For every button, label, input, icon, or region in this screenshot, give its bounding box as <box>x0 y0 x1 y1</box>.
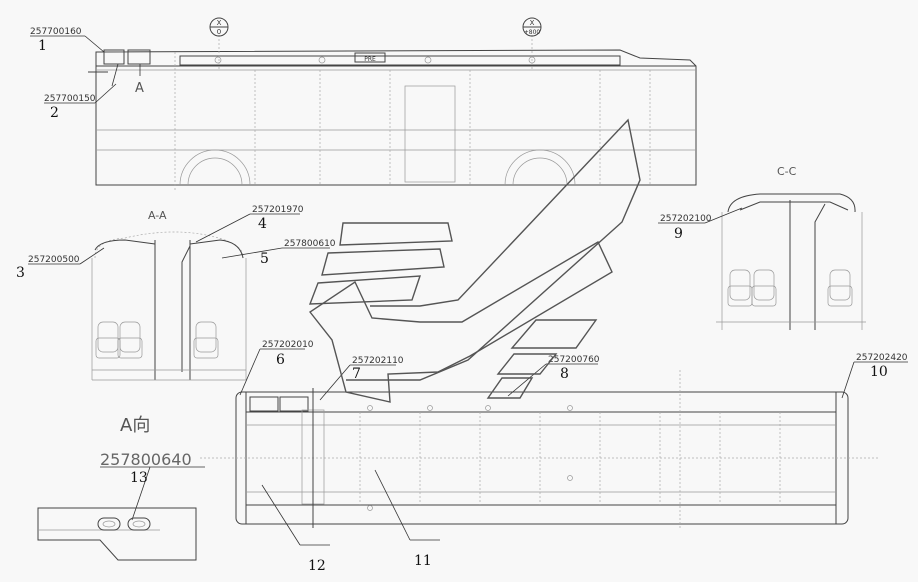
svg-text:257200500: 257200500 <box>28 255 80 265</box>
svg-text:257800610: 257800610 <box>284 239 336 249</box>
view-a-title: A向 <box>120 415 150 436</box>
section-aa: A-A <box>91 209 247 381</box>
svg-text:2: 2 <box>50 105 59 121</box>
svg-text:1: 1 <box>38 38 47 54</box>
svg-text:257202110: 257202110 <box>352 356 404 366</box>
callout-part-4: 257201970 4 <box>195 205 304 243</box>
svg-text:9: 9 <box>674 226 683 242</box>
svg-text:13: 13 <box>130 470 148 486</box>
svg-text:6: 6 <box>276 352 285 368</box>
callout-part-1: 257700160 1 <box>30 27 105 54</box>
callout-part-2: 257700150 2 <box>44 83 117 121</box>
callout-part-7: 257202110 7 <box>319 356 404 401</box>
svg-text:257202100: 257202100 <box>660 214 712 224</box>
callout-part-3: 257200500 3 <box>16 247 105 281</box>
svg-text:12: 12 <box>308 558 326 574</box>
svg-text:257202010: 257202010 <box>262 340 314 350</box>
view-a-detail: A向 257800640 13 <box>37 415 205 561</box>
section-aa-title: A-A <box>148 209 167 222</box>
plate-label: PRE <box>364 56 376 63</box>
watermark-logo <box>308 118 641 403</box>
svg-text:257700160: 257700160 <box>30 27 82 37</box>
callout-part-9: 257202100 9 <box>658 207 743 242</box>
svg-text:X: X <box>530 19 535 27</box>
callout-part-11: 11 <box>374 469 440 569</box>
section-cc: C-C <box>716 165 866 330</box>
svg-text:7: 7 <box>352 366 361 382</box>
svg-text:8: 8 <box>560 366 569 382</box>
bus-side-view: PRE <box>88 49 697 190</box>
callout-part-12: 12 <box>261 484 330 574</box>
section-cc-title: C-C <box>777 165 797 178</box>
svg-text:11: 11 <box>414 553 432 569</box>
view-ref-a: A <box>135 81 144 96</box>
svg-text:4: 4 <box>258 216 267 232</box>
svg-text:3: 3 <box>16 265 25 281</box>
svg-text:+800: +800 <box>524 29 541 36</box>
svg-text:5: 5 <box>260 251 269 267</box>
svg-text:257200760: 257200760 <box>548 355 600 365</box>
svg-text:257202420: 257202420 <box>856 353 908 363</box>
svg-text:257700150: 257700150 <box>44 94 96 104</box>
svg-text:10: 10 <box>870 364 888 380</box>
svg-text:257201970: 257201970 <box>252 205 304 215</box>
section-mark-1: X 0 <box>209 17 229 70</box>
part-13-code: 257800640 <box>100 450 192 469</box>
section-mark-2: X +800 <box>522 17 542 70</box>
callout-part-5: 257800610 5 <box>221 239 336 267</box>
callout-part-6: 257202010 6 <box>239 340 314 396</box>
callout-part-10: 257202420 10 <box>841 353 908 399</box>
callout-part-8: 257200760 8 <box>507 355 600 397</box>
svg-text:X: X <box>217 19 222 27</box>
bus-plan-view <box>200 370 880 530</box>
svg-text:0: 0 <box>217 28 221 36</box>
